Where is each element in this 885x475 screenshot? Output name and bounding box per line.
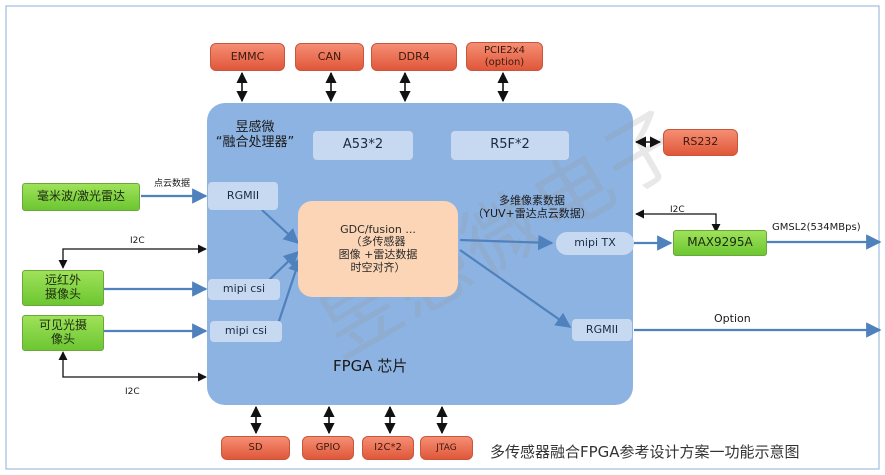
i2c-bottom-label: I2C — [125, 387, 140, 397]
gmsl-label: GMSL2(534MBps) — [772, 222, 861, 233]
visible-camera-block: 可见光摄 像头 — [22, 315, 104, 351]
rgmii-to-core — [261, 209, 300, 245]
core-to-rgmii-out — [459, 249, 572, 328]
gdc-fusion-core: GDC/fusion ... （多传感器 图像 +雷达数据 时空对齐） — [298, 201, 458, 297]
fpga-title: 昱感微 “融合处理器” — [215, 120, 295, 150]
i2c-infrared-link — [58, 244, 207, 269]
diagram-caption: 多传感器融合FPGA参考设计方案一功能示意图 — [490, 443, 800, 461]
r5f-core: R5F*2 — [451, 131, 569, 160]
option-label: Option — [714, 312, 751, 325]
multi-pixel-label: 多维像素数据 （YUV+雷达点云数据） — [472, 194, 592, 220]
mipi-csi-port-2: mipi csi — [210, 321, 282, 342]
pcie-block: PCIE2x4 (option) — [466, 42, 543, 71]
can-block: CAN — [295, 43, 364, 71]
core-to-mipitx — [459, 234, 554, 251]
i2c-right-link — [635, 209, 721, 233]
i2c-top-label: I2C — [130, 236, 145, 246]
emmc-block: EMMC — [210, 43, 285, 71]
rgmii-in-port: RGMII — [208, 182, 278, 210]
ddr4-block: DDR4 — [371, 43, 457, 71]
max9295a-block: MAX9295A — [673, 230, 767, 256]
a53-core: A53*2 — [313, 131, 413, 160]
fpga-label: FPGA 芯片 — [333, 357, 408, 375]
radar-block: 毫米波/激光雷达 — [22, 183, 140, 211]
mipi-tx-port: mipi TX — [556, 232, 634, 255]
i2c2-block: I2C*2 — [362, 436, 414, 460]
jtag-block: JTAG — [420, 436, 473, 460]
i2c-visible-link — [58, 351, 207, 382]
i2c-right-label: I2C — [670, 205, 685, 215]
gpio-block: GPIO — [302, 436, 354, 460]
rgmii-out-port: RGMII — [572, 319, 632, 341]
infrared-camera-block: 远红外 摄像头 — [22, 270, 104, 306]
sd-block: SD — [221, 436, 290, 460]
point-cloud-label: 点云数据 — [154, 179, 191, 189]
mipi-csi-port-1: mipi csi — [208, 279, 280, 300]
rs232-block: RS232 — [663, 129, 738, 156]
csi2-to-core — [276, 256, 303, 325]
